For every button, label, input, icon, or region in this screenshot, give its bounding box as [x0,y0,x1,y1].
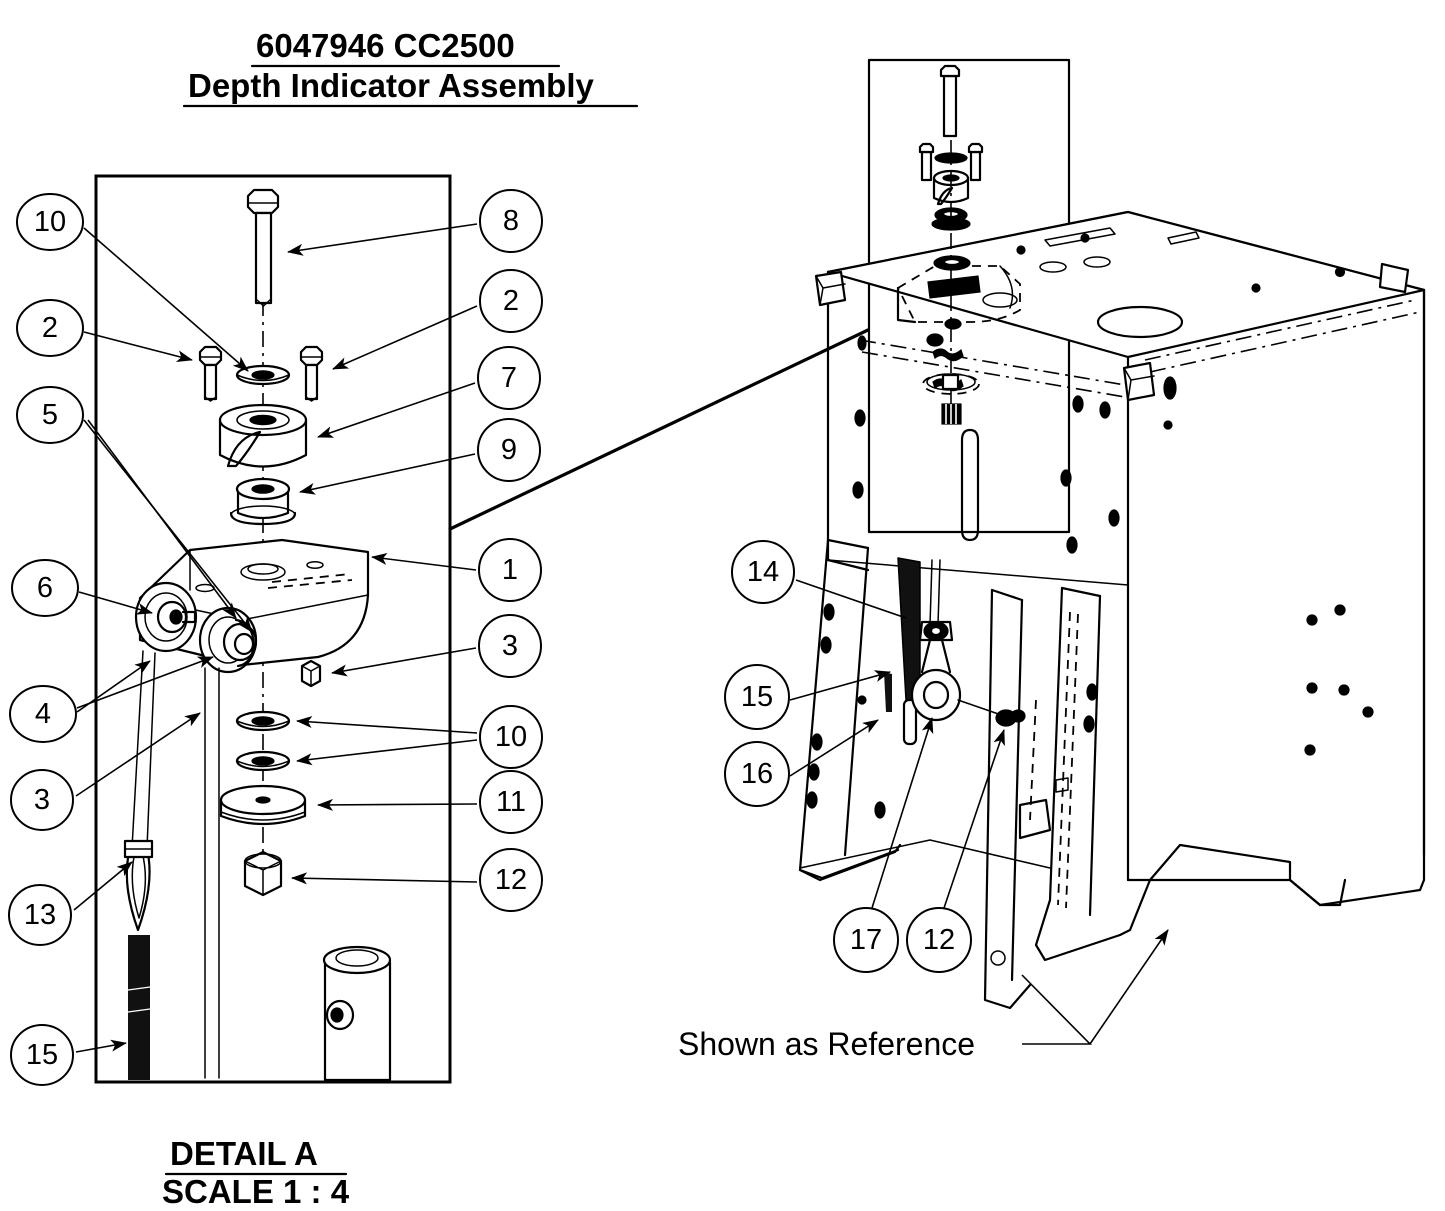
balloon-label: 3 [34,784,50,816]
part-10-flat-washer-a [235,710,291,732]
balloon-2-right[interactable]: 2 [479,269,543,333]
part-12-hex-nut [243,850,283,897]
title-block: 6047946 CC2500 Depth Indicator Assembly [182,27,639,108]
part-13-wire-rope-thimble [123,839,154,932]
balloon-label: 3 [502,630,518,662]
assembly-leader-lines [789,579,1005,909]
balloon-label: 17 [850,924,882,956]
balloon-2-left-upper[interactable]: 2 [16,299,84,357]
part-14-depth-rod [897,557,921,746]
detail-exploded-parts [123,188,392,1082]
balloon-label: 2 [503,285,519,317]
balloon-label: 1 [502,554,518,586]
part-15-cable [127,650,220,1080]
balloon-12-assembly[interactable]: 12 [906,907,972,973]
balloon-label: 5 [42,399,58,431]
balloon-11[interactable]: 11 [479,770,543,834]
detail-support-tube [322,945,392,1082]
balloon-label: 16 [741,758,773,790]
balloon-label: 12 [495,864,527,896]
detail-scale: SCALE 1 : 4 [162,1173,350,1210]
detail-view-frame [94,174,452,1084]
balloon-label: 11 [496,786,526,818]
part-12-nut-assembly [995,709,1026,727]
part-10-flat-washer-b [235,750,291,772]
balloon-label: 7 [501,362,517,394]
balloon-label: 15 [741,681,773,713]
detail-label-block: DETAIL A SCALE 1 : 4 [162,1135,350,1210]
mini-exploded-stack [896,64,1021,425]
balloon-3-left[interactable]: 3 [10,769,74,831]
part-2-hex-bolt-short-left [198,345,223,402]
balloon-label: 4 [35,698,51,730]
part-15-cable-assembly [918,559,954,642]
part-10-flat-washer-top [235,364,291,386]
part-16-rod-pin [884,672,892,712]
part-1-mounting-bracket [138,538,370,667]
part-9-flanged-bushing [229,477,297,526]
balloon-15-left[interactable]: 15 [10,1024,74,1086]
detail-label: DETAIL A [170,1135,318,1172]
part-17-ring-weight [910,638,1011,722]
balloon-label: 2 [42,312,58,344]
balloon-14[interactable]: 14 [731,540,795,604]
title-line-2: Depth Indicator Assembly [188,67,595,104]
reference-note-group: Shown as Reference [678,929,1169,1062]
reference-note: Shown as Reference [678,1026,975,1062]
balloon-8[interactable]: 8 [479,189,543,253]
balloon-4[interactable]: 4 [9,685,77,743]
balloon-16[interactable]: 16 [724,741,790,807]
balloon-12-right[interactable]: 12 [479,848,543,912]
balloon-10[interactable]: 10 [16,193,84,251]
balloon-label: 10 [495,721,527,753]
balloon-label: 10 [34,206,66,238]
machine-housing [814,210,1426,937]
balloon-group-detail-right: 8 2 7 9 1 3 10 11 [477,189,543,912]
title-line-1: 6047946 CC2500 [256,27,515,64]
detail-leader-lines-left [73,227,253,1053]
part-8-hex-bolt-long [246,188,280,307]
balloon-label: 9 [501,434,517,466]
part-2-hex-bolt-short-right [299,345,324,402]
balloon-label: 6 [37,572,53,604]
balloon-label: 13 [24,899,56,931]
balloon-group-detail-left: 10 2 5 6 4 3 13 15 [8,193,84,1086]
balloon-6[interactable]: 6 [11,559,79,617]
balloon-1[interactable]: 1 [478,538,542,602]
balloon-17[interactable]: 17 [833,907,899,973]
balloon-3-right[interactable]: 3 [478,614,542,678]
balloon-10-right[interactable]: 10 [479,705,543,769]
part-7-clamp-collar [218,403,308,468]
balloon-9[interactable]: 9 [477,418,541,482]
balloon-label: 14 [747,556,779,588]
detail-leader-lines-right [287,223,478,885]
balloon-label: 8 [503,205,519,237]
part-11-indicator-disc [219,784,307,826]
main-assembly-view [798,58,1426,1010]
balloon-15-assembly[interactable]: 15 [724,664,790,730]
balloon-group-assembly: 14 15 16 17 12 [724,540,972,973]
balloon-5[interactable]: 5 [16,386,84,444]
balloon-7[interactable]: 7 [477,346,541,410]
balloon-13[interactable]: 13 [8,884,72,946]
support-legs [798,538,1129,1010]
balloon-label: 12 [923,924,955,956]
part-3-hex-nut-small [300,659,322,688]
balloon-label: 15 [26,1039,58,1071]
detail-callout-connector [448,328,870,531]
